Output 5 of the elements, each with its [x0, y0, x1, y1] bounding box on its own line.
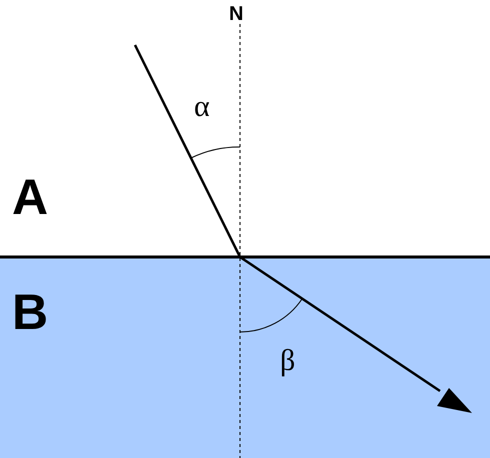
medium-label: A [12, 172, 48, 222]
angle-label: α [194, 92, 210, 122]
medium-label: B [12, 287, 48, 337]
angle-label: β [280, 346, 296, 376]
normal-label: N [229, 4, 244, 24]
